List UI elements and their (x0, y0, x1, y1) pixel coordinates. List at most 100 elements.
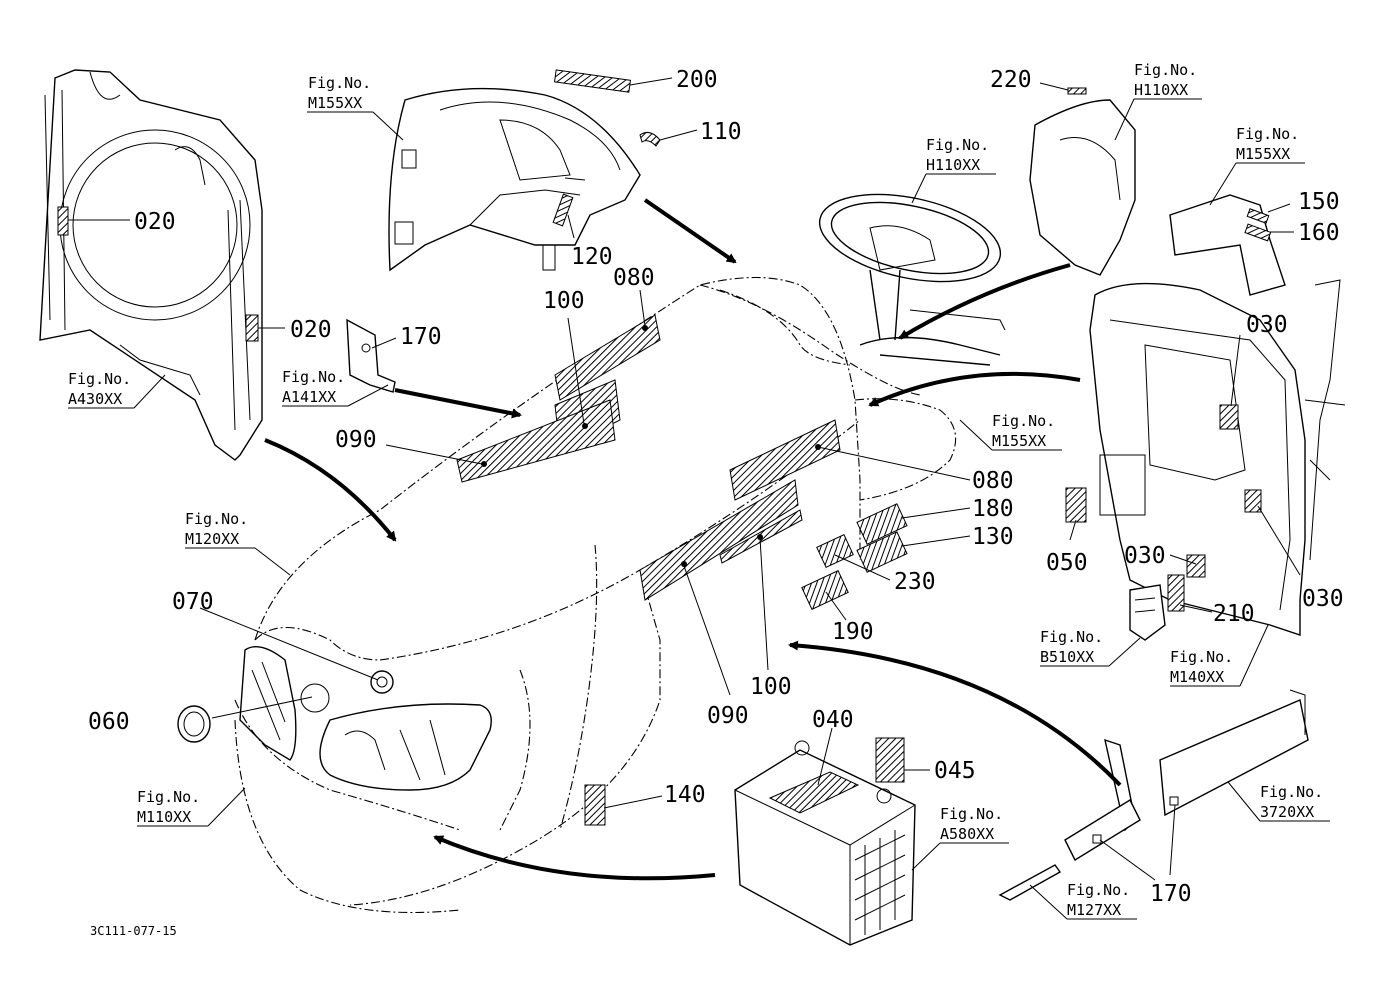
decal-220 (1067, 87, 1087, 95)
figref-m140-caption: Fig.No. (1170, 648, 1233, 666)
label-040: 040 (812, 707, 854, 733)
decal-020-right (245, 314, 259, 342)
assembly-arrows (264, 198, 1122, 881)
label-020-left: 020 (134, 209, 176, 235)
decal-200 (553, 69, 632, 93)
fender-panel (1029, 87, 1136, 276)
figref-m120-caption: Fig.No. (185, 510, 248, 528)
headlights (177, 646, 492, 791)
part-number-labels: 020 020 170 200 110 120 080 100 090 220 … (88, 67, 1344, 907)
decal-130 (856, 531, 908, 573)
figure-references: Fig.No. M155XX Fig.No. A430XX Fig.No. A1… (68, 61, 1323, 919)
label-210: 210 (1213, 601, 1255, 627)
figref-m155-right-code: M155XX (1236, 145, 1290, 163)
label-220: 220 (990, 67, 1032, 93)
figref-3720-code: 3720XX (1260, 803, 1314, 821)
label-070: 070 (172, 589, 214, 615)
label-060: 060 (88, 709, 130, 735)
label-170-upper: 170 (400, 324, 442, 350)
bracket-170-upper (346, 318, 396, 393)
decal-050 (1065, 487, 1087, 523)
figref-3720-caption: Fig.No. (1260, 783, 1323, 801)
figref-a141-code: A141XX (282, 388, 336, 406)
figref-m140-code: M140XX (1170, 668, 1224, 686)
figref-m110-caption: Fig.No. (137, 788, 200, 806)
decal-080-side (729, 419, 841, 501)
label-030-right: 030 (1302, 586, 1344, 612)
label-130: 130 (972, 524, 1014, 550)
label-030-top: 030 (1246, 312, 1288, 338)
decal-045 (875, 737, 905, 783)
figref-m155-top-code: M155XX (308, 94, 362, 112)
figref-h110-right-caption: Fig.No. (1134, 61, 1197, 79)
decal-030-b (1186, 554, 1206, 578)
figref-h110-wheel-code: H110XX (926, 156, 980, 174)
figref-h110-right-code: H110XX (1134, 81, 1188, 99)
decal-120 (552, 193, 574, 227)
side-brackets (998, 689, 1309, 901)
emblem-060 (177, 705, 211, 743)
decal-150 (1246, 208, 1270, 224)
figref-a580-code: A580XX (940, 825, 994, 843)
figref-m155-right-caption: Fig.No. (1236, 125, 1299, 143)
label-090-top: 090 (335, 427, 377, 453)
decal-180 (856, 503, 908, 545)
label-050: 050 (1046, 550, 1088, 576)
dash-panel (1065, 279, 1346, 641)
figref-m110-code: M110XX (137, 808, 191, 826)
figref-m155-mid-caption: Fig.No. (992, 412, 1055, 430)
decal-090-top (456, 399, 616, 483)
label-100-top: 100 (543, 288, 585, 314)
label-080-top: 080 (613, 265, 655, 291)
label-090-side: 090 (707, 703, 749, 729)
label-190: 190 (832, 619, 874, 645)
figref-m120-code: M120XX (185, 530, 239, 548)
drawing-code: 3C111-077-15 (90, 924, 177, 938)
label-230: 230 (894, 569, 936, 595)
label-020-right: 020 (290, 317, 332, 343)
figref-a430-code: A430XX (68, 390, 122, 408)
figref-b510-code: B510XX (1040, 648, 1094, 666)
decal-090-side (639, 479, 799, 601)
decal-020-left (57, 206, 69, 236)
label-170-lower: 170 (1150, 881, 1192, 907)
label-080-side: 080 (972, 468, 1014, 494)
decal-210 (1167, 574, 1185, 612)
label-180: 180 (972, 496, 1014, 522)
decal-140 (584, 784, 606, 826)
tank-cover (1169, 194, 1286, 296)
decal-190 (801, 570, 849, 610)
label-140: 140 (664, 782, 706, 808)
label-200: 200 (676, 67, 718, 93)
decal-160 (1244, 223, 1272, 242)
figref-m155-mid-code: M155XX (992, 432, 1046, 450)
battery (734, 737, 916, 946)
label-150: 150 (1298, 189, 1340, 215)
label-160: 160 (1298, 220, 1340, 246)
figure-ref-leaders (68, 98, 1330, 920)
figref-a580-caption: Fig.No. (940, 805, 1003, 823)
label-120: 120 (571, 244, 613, 270)
figref-h110-wheel-caption: Fig.No. (926, 136, 989, 154)
label-110: 110 (700, 119, 742, 145)
figref-a141-caption: Fig.No. (282, 368, 345, 386)
label-100-side: 100 (750, 674, 792, 700)
bonnet-decals (456, 314, 908, 826)
decal-080-top (554, 314, 661, 401)
label-030-mid: 030 (1124, 543, 1166, 569)
figref-a430-caption: Fig.No. (68, 370, 131, 388)
front-hood-upper (388, 69, 661, 272)
figref-m155-top-caption: Fig.No. (308, 74, 371, 92)
figref-b510-caption: Fig.No. (1040, 628, 1103, 646)
leader-lines (68, 77, 1301, 881)
decal-030-a (1219, 404, 1239, 430)
figref-m127-caption: Fig.No. (1067, 881, 1130, 899)
figref-m127-code: M127XX (1067, 901, 1121, 919)
decal-230 (816, 534, 854, 568)
decal-110 (639, 131, 661, 147)
decal-030-c (1244, 489, 1262, 513)
steering-wheel (818, 193, 1006, 366)
battery-decal-040 (768, 771, 860, 814)
label-045: 045 (934, 758, 976, 784)
